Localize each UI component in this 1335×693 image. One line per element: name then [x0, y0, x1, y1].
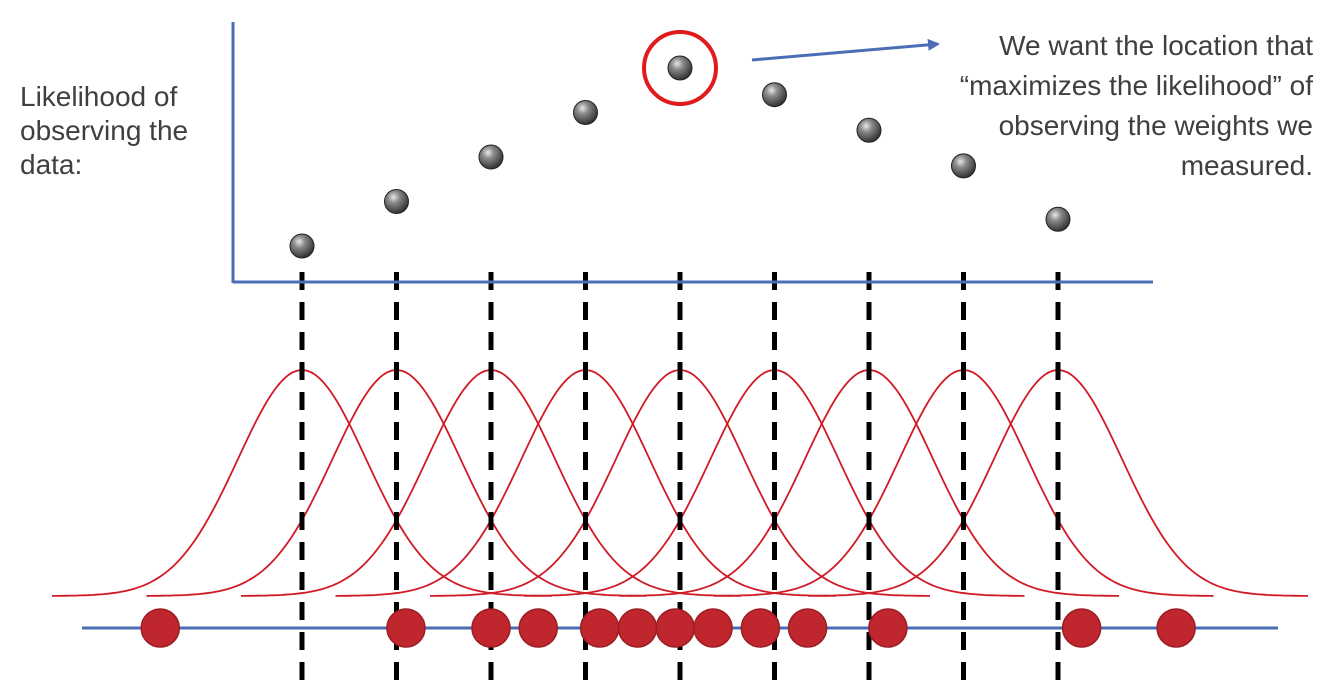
- callout-text: We want the location that “maximizes the…: [893, 26, 1313, 186]
- observed-weight-point: [1061, 608, 1102, 648]
- observed-weight-point: [1156, 608, 1196, 648]
- likelihood-point: [951, 153, 976, 179]
- likelihood-point: [573, 100, 598, 125]
- callout-line: “maximizes the likelihood” of: [959, 70, 1313, 101]
- observed-weight-point: [655, 608, 696, 648]
- y-axis-label-line: data:: [20, 149, 83, 180]
- likelihood-point: [289, 233, 315, 259]
- likelihood-points: [289, 55, 1071, 259]
- callout-arrow: [751, 38, 940, 62]
- likelihood-point: [667, 55, 693, 81]
- observed-weight-point: [693, 608, 733, 648]
- observed-weight-point: [140, 608, 180, 648]
- likelihood-point: [384, 189, 409, 214]
- callout-line: measured.: [1180, 150, 1313, 181]
- y-axis-label-line: Likelihood of: [20, 81, 178, 112]
- callout-line: observing the weights we: [998, 110, 1313, 141]
- observed-weight-point: [518, 608, 558, 648]
- observed-weight-point: [579, 608, 620, 648]
- observed-weight-point: [787, 608, 828, 648]
- observed-weight-point: [740, 608, 781, 648]
- likelihood-point: [762, 82, 787, 108]
- max-likelihood-highlight: [642, 30, 718, 106]
- observed-weights: [140, 608, 1196, 648]
- observed-weight-point: [471, 608, 511, 648]
- observed-weight-point: [386, 608, 426, 648]
- observed-weight-point: [868, 608, 908, 648]
- y-axis-label: Likelihood of observing the data:: [20, 80, 230, 182]
- observed-weight-point: [617, 608, 658, 648]
- likelihood-point: [478, 144, 504, 170]
- likelihood-point: [856, 117, 882, 143]
- callout-line: We want the location that: [999, 30, 1313, 61]
- likelihood-point: [1045, 206, 1071, 232]
- y-axis-label-line: observing the: [20, 115, 189, 146]
- annotations: [642, 30, 940, 106]
